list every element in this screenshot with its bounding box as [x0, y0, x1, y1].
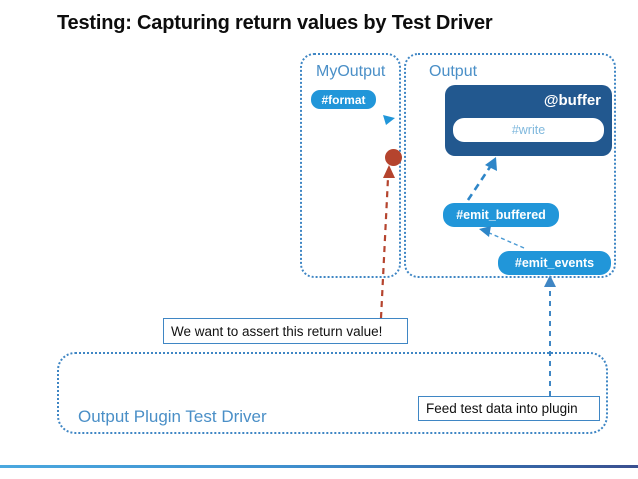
node-emit-events[interactable]: #emit_events	[498, 251, 611, 275]
group-output	[404, 53, 616, 278]
group-label-test-driver: Output Plugin Test Driver	[78, 407, 267, 426]
callout-assert-return-value: We want to assert this return value!	[163, 318, 408, 344]
node-write[interactable]: #write	[453, 118, 604, 142]
node-emit-buffered[interactable]: #emit_buffered	[443, 203, 559, 227]
callout-feed-test-data: Feed test data into plugin	[418, 396, 600, 421]
group-label-myoutput: MyOutput	[316, 63, 386, 80]
node-format[interactable]: #format	[311, 90, 376, 109]
group-test-driver	[57, 352, 608, 434]
group-myoutput	[300, 53, 401, 278]
page-title: Testing: Capturing return values by Test…	[57, 12, 493, 34]
node-buffer[interactable]: @buffer #write	[445, 85, 612, 156]
group-label-output: Output	[429, 63, 478, 80]
return-value-dot	[385, 149, 402, 166]
bottom-accent-rule	[0, 465, 638, 468]
node-buffer-label: @buffer	[543, 92, 601, 109]
